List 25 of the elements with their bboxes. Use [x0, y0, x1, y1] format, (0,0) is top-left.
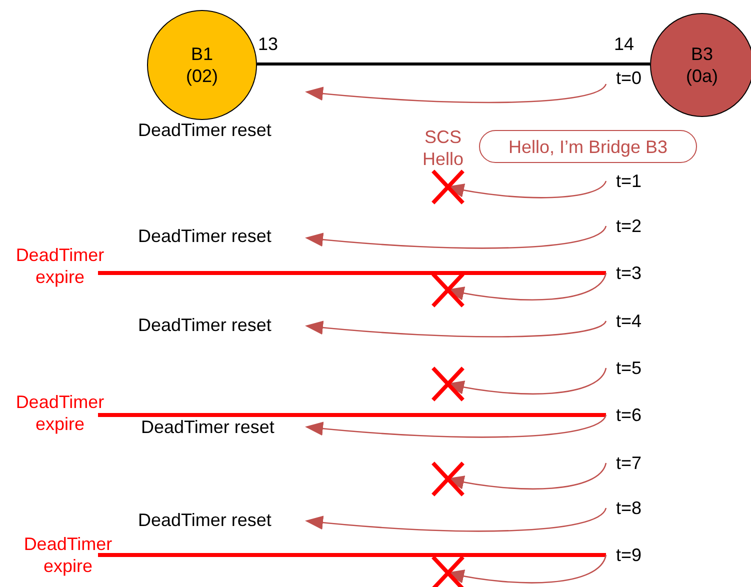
time-label: t=1 [616, 170, 642, 192]
time-label: t=5 [616, 357, 642, 379]
event-label: DeadTimer expire [14, 244, 106, 288]
time-label: t=3 [616, 262, 642, 284]
event-label: DeadTimer reset [138, 225, 272, 247]
time-label: t=4 [616, 310, 642, 332]
event-label: DeadTimer expire [22, 533, 114, 577]
port-number: 13 [258, 33, 278, 55]
link-line [257, 62, 650, 66]
bridge-circle: B3 (0a) [650, 13, 751, 117]
bridge-circle: B1 (02) [147, 10, 257, 120]
event-label: DeadTimer reset [141, 416, 274, 438]
time-label: t=7 [616, 452, 642, 474]
speech-callout: Hello, I’m Bridge B3 [479, 130, 697, 163]
time-label: t=9 [616, 544, 642, 566]
event-label: DeadTimer reset [138, 314, 272, 336]
message-label: SCS Hello [421, 126, 465, 170]
event-label: DeadTimer reset [138, 509, 272, 531]
port-number: 14 [614, 33, 634, 55]
time-label: t=0 [616, 67, 642, 89]
time-label: t=8 [616, 497, 642, 519]
event-label: DeadTimer expire [14, 391, 106, 435]
time-label: t=6 [616, 404, 642, 426]
event-label: DeadTimer reset [138, 119, 272, 141]
time-label: t=2 [616, 215, 642, 237]
